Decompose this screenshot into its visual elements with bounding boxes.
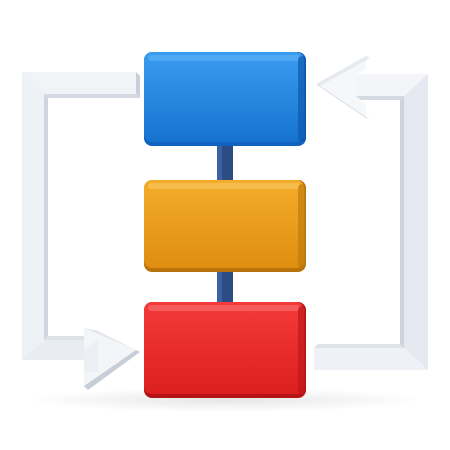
block-top-blue: [144, 52, 306, 146]
block-middle-orange: [144, 180, 306, 272]
connector-top-middle: [217, 142, 233, 184]
connector-middle-bottom: [217, 268, 233, 306]
ground-shadow: [25, 388, 425, 412]
right-loop-arrow: [314, 56, 428, 370]
left-loop-arrow: [22, 72, 140, 390]
block-bottom-red: [144, 302, 306, 398]
